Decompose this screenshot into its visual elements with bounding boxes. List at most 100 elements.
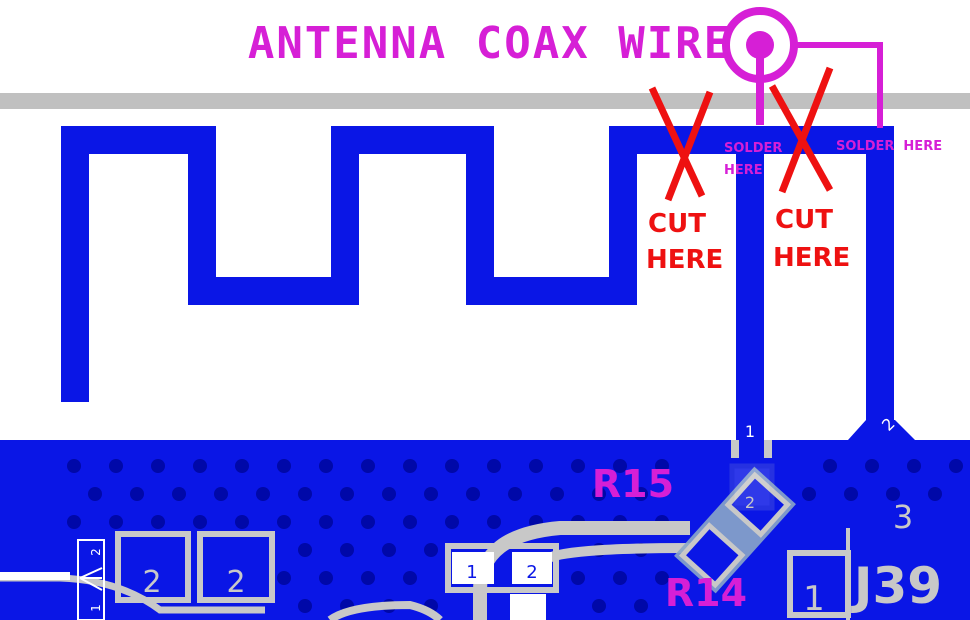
via-field: [67, 459, 963, 613]
via: [130, 487, 144, 501]
solder-left-line1: SOLDER: [724, 141, 782, 156]
via: [403, 571, 417, 585]
r15-outline: [729, 463, 775, 511]
via: [508, 487, 522, 501]
via: [67, 515, 81, 529]
via: [592, 599, 606, 613]
meander-antenna-trace: [61, 126, 764, 439]
j39-label: J39: [851, 557, 942, 615]
diode-label-2: 2: [89, 548, 103, 556]
antenna-feed-pad: [736, 420, 764, 440]
cut-left-line2: HERE: [646, 245, 723, 275]
via: [151, 515, 165, 529]
via: [403, 459, 417, 473]
ground-leg-trace: [750, 126, 894, 430]
via: [823, 459, 837, 473]
via: [844, 487, 858, 501]
small-cap-outline: [445, 543, 559, 593]
via: [886, 487, 900, 501]
via: [67, 459, 81, 473]
via: [151, 459, 165, 473]
via: [277, 459, 291, 473]
via: [277, 515, 291, 529]
via: [172, 487, 186, 501]
pin-label-1: 1: [745, 422, 755, 441]
via: [319, 459, 333, 473]
via: [550, 487, 564, 501]
resistor-cluster: [674, 466, 796, 594]
pad-label-2b: 2: [226, 565, 245, 600]
diode-outline: [77, 539, 105, 620]
coax-wire-symbol: [722, 7, 883, 128]
small-cap-pad-1: [452, 552, 494, 584]
via: [319, 515, 333, 529]
via: [634, 599, 648, 613]
cut-right-line1: CUT: [775, 205, 833, 235]
via: [571, 571, 585, 585]
pad-label-2a: 2: [142, 565, 161, 600]
bottom-silk-arc: [327, 600, 443, 620]
small-cap-bottom: [510, 594, 546, 620]
via: [235, 459, 249, 473]
via: [613, 459, 627, 473]
via: [382, 543, 396, 557]
antenna-coax-title: ANTENNA COAX WIRE: [248, 18, 732, 69]
pad-2a-outline: [115, 531, 191, 603]
via: [298, 487, 312, 501]
cut-mark-left: [648, 86, 714, 202]
via: [592, 487, 606, 501]
via: [466, 487, 480, 501]
via: [193, 459, 207, 473]
r14-label: R14: [665, 571, 747, 615]
via: [529, 459, 543, 473]
via: [382, 487, 396, 501]
via: [319, 571, 333, 585]
r15-label: R15: [592, 462, 674, 506]
j39-pin3-label: 3: [893, 498, 913, 536]
board-edge: [0, 93, 970, 109]
via: [571, 459, 585, 473]
r15-pin-label-2: 2: [745, 493, 755, 512]
diode-symbol: [79, 567, 103, 591]
small-pad-label-1: 1: [466, 562, 477, 583]
via: [445, 459, 459, 473]
via: [193, 515, 207, 529]
j39-pin1-label: 1: [803, 579, 825, 619]
cut-left-line1: CUT: [648, 209, 706, 239]
via: [613, 571, 627, 585]
r15-top-silk: [731, 440, 772, 458]
via: [298, 599, 312, 613]
via: [235, 515, 249, 529]
via: [655, 459, 669, 473]
via: [109, 459, 123, 473]
via: [361, 571, 375, 585]
via: [361, 515, 375, 529]
via: [928, 487, 942, 501]
via: [424, 487, 438, 501]
cut-right-line2: HERE: [773, 243, 850, 273]
pad-2b-outline: [197, 531, 275, 603]
via: [487, 459, 501, 473]
via: [88, 487, 102, 501]
via: [655, 571, 669, 585]
via: [298, 543, 312, 557]
via: [802, 487, 816, 501]
j39-body-line: [846, 528, 850, 620]
via: [907, 459, 921, 473]
via: [361, 459, 375, 473]
via: [634, 487, 648, 501]
via: [949, 459, 963, 473]
via: [256, 487, 270, 501]
via: [445, 515, 459, 529]
via: [340, 487, 354, 501]
via: [277, 571, 291, 585]
cut-mark-right: [768, 66, 834, 194]
diode-label-1: 1: [89, 604, 103, 612]
solder-left-line2: HERE: [724, 163, 763, 178]
via: [403, 515, 417, 529]
via: [340, 543, 354, 557]
small-pad-label-2: 2: [526, 562, 537, 583]
via: [487, 515, 501, 529]
via: [109, 515, 123, 529]
